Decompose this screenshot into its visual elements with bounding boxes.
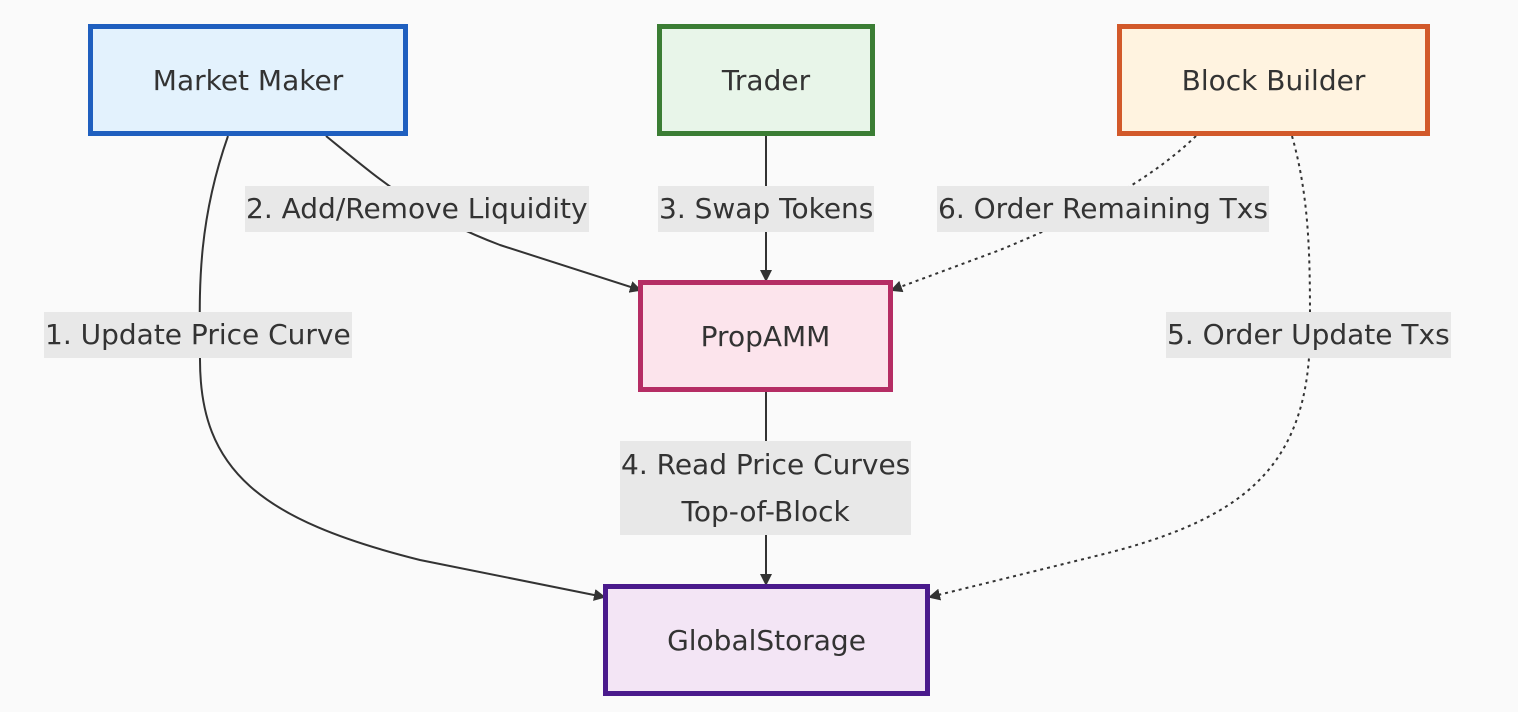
edge-label-update-price-curve: 1. Update Price Curve (44, 312, 352, 358)
edge-label-read-price-curves: 4. Read Price Curves Top-of-Block (620, 441, 912, 535)
edge-label-read-price-curves-line2: Top-of-Block (681, 495, 850, 528)
prop-amm-label: PropAMM (700, 319, 831, 353)
trader-label: Trader (721, 63, 811, 97)
edge-label-swap-tokens: 3. Swap Tokens (658, 186, 875, 232)
prop-amm-node[interactable]: PropAMM (638, 280, 893, 392)
edge-label-read-price-curves-line1: 4. Read Price Curves (621, 448, 911, 481)
block-builder-node[interactable]: Block Builder (1117, 24, 1430, 136)
edge-label-order-update-txs: 5. Order Update Txs (1166, 312, 1451, 358)
edge-label-order-remaining-txs: 6. Order Remaining Txs (937, 186, 1269, 232)
block-builder-label: Block Builder (1181, 63, 1366, 97)
market-maker-label: Market Maker (152, 63, 344, 97)
trader-node[interactable]: Trader (657, 24, 875, 136)
global-storage-node[interactable]: GlobalStorage (603, 584, 930, 696)
edge-label-add-remove-liquidity: 2. Add/Remove Liquidity (245, 186, 589, 232)
edge-update-price-curve (198, 135, 606, 601)
global-storage-label: GlobalStorage (667, 623, 866, 657)
market-maker-node[interactable]: Market Maker (88, 24, 408, 136)
edge-order-update-txs (928, 135, 1312, 601)
